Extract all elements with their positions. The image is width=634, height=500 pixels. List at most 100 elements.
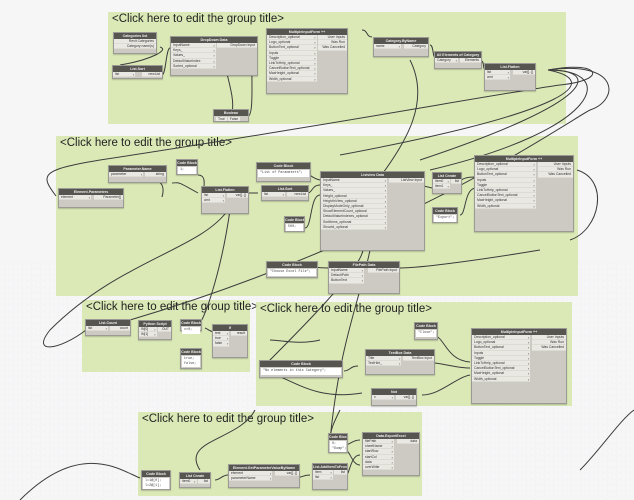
output-port[interactable]: Was Run (532, 340, 566, 346)
input-port[interactable]: Category (435, 58, 458, 64)
output-port[interactable]: list (198, 479, 210, 485)
input-port[interactable]: x (372, 395, 394, 401)
code-input[interactable]: 1; (178, 167, 196, 174)
code-input[interactable]: x>0; (182, 327, 200, 334)
multiple-input-form-node[interactable]: MultipleInputForm ++ Description_optiona… (474, 155, 574, 232)
code-block-node[interactable]: Code Block true; false; (180, 348, 202, 369)
output-port[interactable]: Was Cancelled (537, 172, 573, 178)
output-port[interactable]: var[]..[] (512, 70, 535, 76)
output-port[interactable]: data (396, 439, 419, 445)
list-sort-node[interactable]: List.Sort listnewList (112, 65, 163, 79)
input-port[interactable]: IN[1] (139, 332, 157, 338)
code-block-node[interactable]: Code Block 0; "Dump"; (328, 433, 348, 453)
code-block-node[interactable]: Code Block x>0; (180, 319, 202, 334)
output-port[interactable]: Category name(s) (114, 44, 156, 50)
input-port[interactable]: Width_optional (475, 204, 536, 209)
input-port[interactable]: list (113, 72, 136, 78)
code-block-node[interactable]: Code Block "Choose Excel File"; (266, 261, 318, 278)
input-port[interactable]: Width_optional (267, 77, 317, 82)
list-count-node[interactable]: List.Count listcount (85, 319, 131, 336)
multiple-input-form-node[interactable]: MultipleInputForm ++ Description_optiona… (471, 328, 567, 404)
category-byname-node[interactable]: Category.ByName nameCategory (373, 37, 429, 57)
input-port[interactable]: amt (202, 198, 225, 204)
code-input[interactable]: true; false; (182, 356, 200, 368)
output-port[interactable]: FilePath Input (367, 268, 399, 274)
list-add-item-to-front-node[interactable]: List.AddItemToFront itemlistlist (312, 463, 348, 490)
input-port[interactable]: parameter (109, 172, 144, 178)
input-port[interactable]: name (374, 44, 401, 50)
false-radio[interactable]: False (227, 117, 241, 121)
output-port[interactable]: Was Run (318, 40, 347, 46)
code-input[interactable]: 0; "Dump"; (330, 441, 347, 453)
output-port[interactable]: count (110, 326, 130, 332)
output-port[interactable]: User Inputs (532, 335, 566, 341)
output-port[interactable]: var[]..[] (274, 471, 299, 477)
output-port[interactable]: list (450, 179, 461, 185)
group-title[interactable]: <Click here to edit the group title> (60, 137, 232, 149)
output-port[interactable]: ListView Input (388, 178, 424, 184)
output-port[interactable]: var[]..[] (396, 395, 416, 401)
group-title[interactable]: <Click here to edit the group title> (112, 13, 284, 25)
list-create-node[interactable]: List Create item0list (179, 472, 211, 488)
code-input[interactable]: "Choose Excel File"; (268, 269, 316, 276)
element-parameters-node[interactable]: Element.Parameters elementParameter[] (58, 188, 124, 208)
code-block-node[interactable]: Code Block "Close"; (414, 322, 438, 340)
parameter-name-node[interactable]: Parameter.Name parameterstring (108, 165, 167, 183)
multiple-input-form-node[interactable]: MultipleInputForm ++ Description_optiona… (266, 28, 348, 94)
output-port[interactable]: string (145, 172, 166, 178)
dropdown-data-node[interactable]: DropDown Data InputNameKeys_Values_Defau… (170, 36, 258, 76)
input-port[interactable]: TextHint_ (366, 361, 402, 367)
output-port[interactable]: Elements (460, 58, 481, 64)
group-title[interactable]: <Click here to edit the group title> (260, 303, 432, 315)
code-block-node[interactable]: Code Block 1; (176, 159, 198, 175)
output-port[interactable]: result (230, 331, 247, 337)
code-input[interactable]: 500; (286, 224, 303, 231)
code-block-node[interactable]: Code Block "No elements in this Category… (259, 360, 343, 378)
output-port[interactable]: Was Run (537, 167, 573, 173)
input-port[interactable]: item0 (180, 479, 197, 485)
output-port[interactable]: newList (287, 192, 308, 198)
if-node[interactable]: If testtruefalseresult (212, 324, 248, 358)
dropdown-value[interactable]: Revit Categories (114, 39, 156, 45)
not-node[interactable]: Not xvar[]..[] (371, 388, 417, 406)
data-export-excel-node[interactable]: Data.ExportExcel filePathsheetNamestartR… (362, 432, 420, 476)
filepath-data-node[interactable]: FilePath Data InputNameDefaultPathButton… (328, 261, 400, 294)
input-port[interactable]: item1 (433, 184, 450, 190)
output-port[interactable]: Category (403, 44, 428, 50)
code-input[interactable]: "No elements in this Category"; (261, 368, 341, 375)
input-port[interactable]: ButtonText (329, 278, 364, 284)
input-port[interactable]: amt (485, 75, 510, 81)
python-script-node[interactable]: Python Script IN[0]IN[1]OUT (138, 320, 172, 340)
input-port[interactable]: overWrite (363, 465, 394, 471)
code-input[interactable]: "Export"; (434, 215, 456, 222)
true-radio[interactable]: True (216, 117, 227, 121)
group-title[interactable]: <Click here to edit the group title> (142, 413, 314, 425)
output-port[interactable]: newList (142, 72, 162, 78)
input-port[interactable]: Sorted_optional (171, 64, 216, 69)
listview-data-node[interactable]: Listview Data InputNameKeys_Values_Heigh… (320, 171, 425, 251)
textbox-data-node[interactable]: TextBox Data TitleTextHint_TextBox Input (365, 349, 435, 375)
output-port[interactable]: Parameter[] (94, 195, 123, 201)
input-port[interactable]: list (86, 326, 108, 332)
code-input[interactable]: l=1@[0]; l=2@[1]; (143, 478, 169, 490)
all-elements-of-category-node[interactable]: All Elements of Category CategoryElement… (434, 51, 482, 69)
input-port[interactable]: element (59, 195, 91, 201)
output-port[interactable]: list (334, 470, 347, 476)
input-port[interactable]: ShowId_optional (321, 225, 387, 230)
input-port[interactable]: list (313, 475, 333, 481)
input-port[interactable]: list (262, 192, 285, 198)
list-flatten-node[interactable]: List.Flatten listamtvar[]..[] (484, 63, 536, 91)
code-block-node[interactable]: Code Block "List of Parameters"; (256, 162, 311, 182)
output-port[interactable]: Was Cancelled (318, 45, 347, 51)
input-port[interactable]: parameterName (229, 476, 273, 482)
output-port[interactable]: User Inputs (537, 162, 573, 168)
output-port[interactable]: User Inputs (318, 35, 347, 41)
output-port[interactable]: Was Cancelled (532, 345, 566, 351)
input-port[interactable]: Width_optional (472, 377, 531, 382)
code-block-node[interactable]: Code Block 500; (284, 216, 305, 232)
group-title[interactable]: <Click here to edit the group title> (86, 301, 258, 313)
code-block-node[interactable]: Code Block l=1@[0]; l=2@[1]; (141, 470, 171, 490)
output-port[interactable]: var[]..[] (227, 193, 248, 199)
